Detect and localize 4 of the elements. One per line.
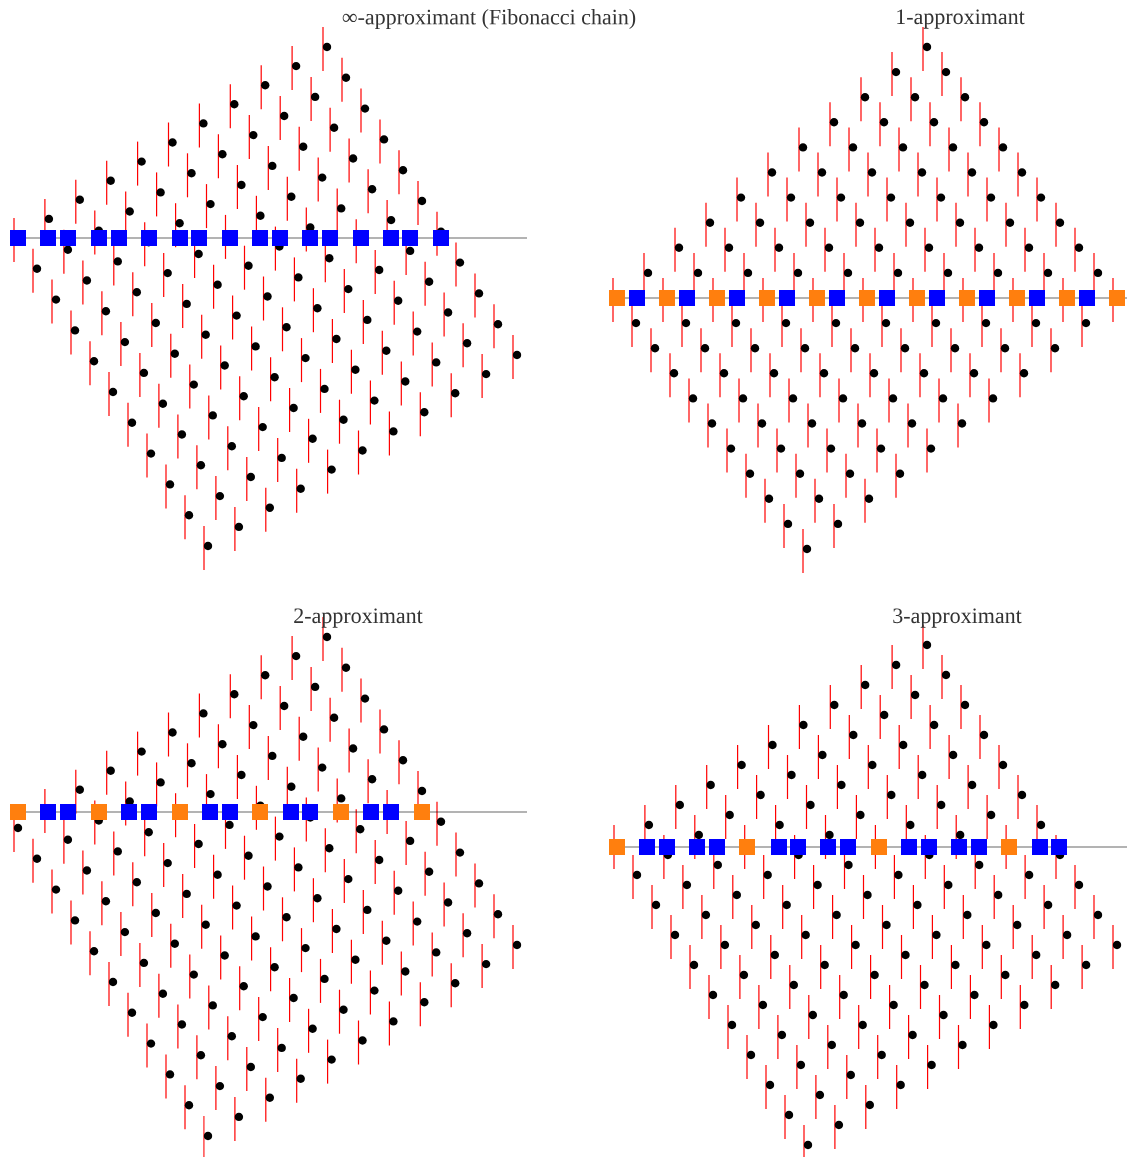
- panel-title: ∞-approximant (Fibonacci chain): [342, 9, 636, 29]
- panel-title: 2-approximant: [294, 608, 423, 628]
- panel-title: 1-approximant: [897, 9, 1025, 29]
- panel-title: 3-approximant: [893, 608, 1022, 628]
